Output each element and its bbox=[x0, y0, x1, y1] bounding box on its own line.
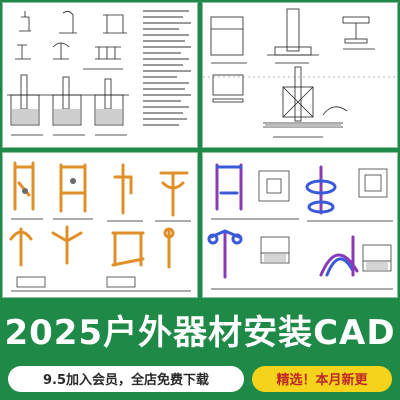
cad-drawing-sheet-icon bbox=[207, 163, 393, 290]
promo-bar: 9.5加入会员，全店免费下载 精选！本月新更 bbox=[0, 357, 400, 400]
cad-sheet-post-details[interactable] bbox=[202, 2, 398, 148]
monthly-update-badge[interactable]: 精选！本月新更 bbox=[252, 365, 392, 392]
monthly-update-label: 精选！本月新更 bbox=[276, 373, 368, 388]
membership-promo-label: 9.5加入会员，全店免费下载 bbox=[42, 373, 210, 388]
membership-promo-button[interactable]: 9.5加入会员，全店免费下载 bbox=[8, 365, 244, 392]
cad-drawing-sheet-icon bbox=[9, 161, 191, 292]
cad-drawing-sheet-icon bbox=[7, 10, 191, 136]
banner-title: 2025户外器材安装CAD bbox=[4, 312, 396, 353]
cad-sheet-equipment-renders-orange[interactable] bbox=[2, 152, 198, 298]
cad-sheet-foundation-sections[interactable] bbox=[2, 2, 198, 148]
banner: 2025户外器材安装CAD bbox=[0, 301, 400, 357]
cad-sheet-equipment-renders-blue[interactable] bbox=[202, 152, 398, 298]
cad-drawing-sheet-icon bbox=[203, 8, 397, 138]
